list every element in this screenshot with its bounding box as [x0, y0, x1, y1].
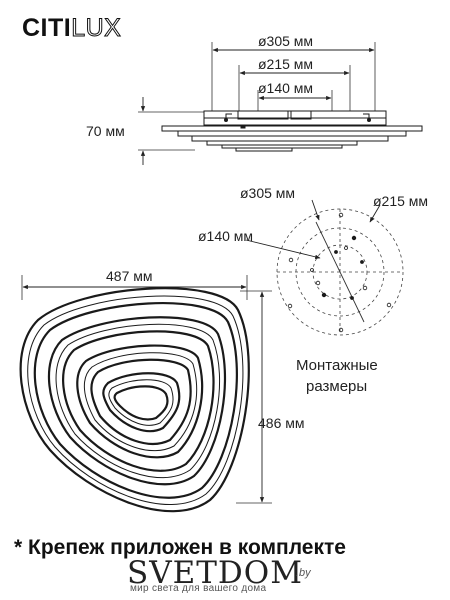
shade-ring-5 [76, 344, 204, 459]
top-dimension-arrows [22, 284, 265, 503]
side-dimension-arrows [140, 47, 375, 165]
mount-caption-line1: Монтажные [296, 357, 378, 374]
top-width-label: 487 мм [106, 268, 153, 284]
side-dim-215-label: ø215 мм [258, 56, 314, 72]
svetdom-domain: .by [296, 567, 311, 579]
mount-holes [287, 212, 392, 333]
mounting-footnote: * Крепеж приложен в комплекте [14, 536, 346, 559]
mounting-view [245, 199, 404, 336]
mount-caption: Монтажные размеры [296, 355, 378, 397]
side-view [138, 42, 423, 165]
mount-dim-305-label: ø305 мм [240, 185, 296, 201]
side-dim-140-label: ø140 мм [258, 80, 314, 96]
shade-ring-6 [90, 358, 192, 445]
top-extension-lines [21, 275, 272, 504]
mount-leaders [245, 199, 381, 323]
shade-ring-4 [62, 330, 215, 472]
shade-rings [19, 287, 250, 513]
shade-ring-2 [33, 302, 238, 499]
citilux-logo: CITILUX [22, 14, 122, 43]
svetdom-tagline: мир света для вашего дома [130, 583, 267, 594]
mount-dim-215-label: ø215 мм [373, 193, 429, 209]
top-depth-label: 486 мм [258, 415, 305, 431]
side-extension-lines [138, 42, 376, 151]
mount-dim-140-label: ø140 мм [198, 228, 254, 244]
shade-ring-7 [102, 372, 181, 433]
svetdom-watermark: SVETDOM [127, 555, 303, 591]
shade-ring-1 [19, 287, 250, 513]
top-view [19, 275, 272, 513]
shade-ring-3 [47, 316, 227, 486]
side-height-label: 70 мм [86, 123, 125, 139]
shade-inner-rings [27, 295, 244, 505]
fixture-profile [161, 110, 423, 152]
mount-caption-line2: размеры [306, 378, 368, 395]
side-dim-305-label: ø305 мм [258, 33, 314, 49]
shade-ring-8 [113, 385, 169, 421]
